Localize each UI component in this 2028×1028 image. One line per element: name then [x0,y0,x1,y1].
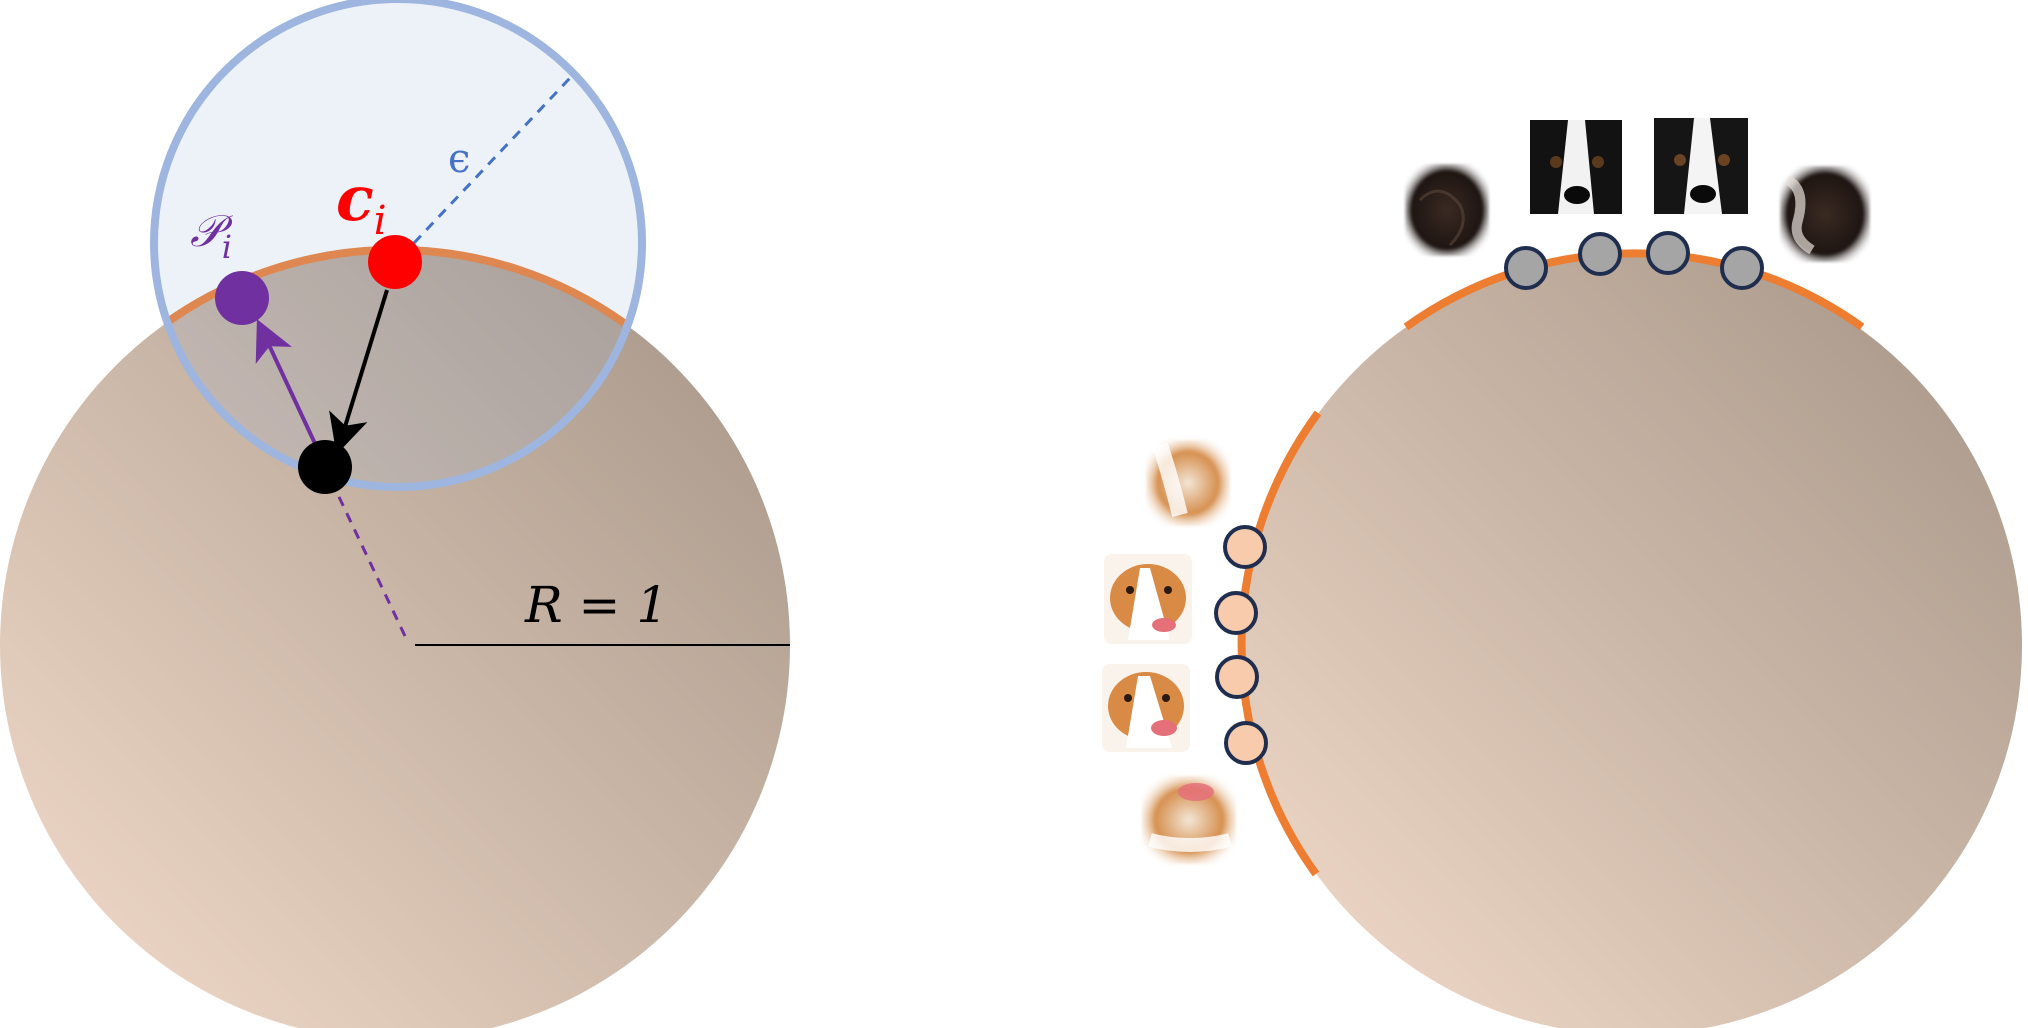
thumbnail-corgi-fur-1 [1146,440,1230,526]
radius-label: R = 1 [524,576,668,634]
gray-point-1 [1504,246,1548,290]
projection-label-sub: i [222,228,232,266]
center-label: ci [336,162,387,244]
thumbnail-corgi-fur-2 [1142,776,1236,864]
top-point-cluster [1504,231,1764,290]
cap-arc-top [1403,249,1865,331]
thumbnail-bw-dog-face-2 [1654,118,1748,214]
center-point [368,235,422,289]
center-label-main: c [336,162,374,235]
peach-point-3 [1215,655,1259,699]
left-panel: ϵ ci 𝒫i R = 1 [0,0,790,1028]
peach-point-1 [1223,525,1267,569]
thumbnail-corgi-face-1 [1104,554,1192,644]
noisy-point [298,440,352,494]
gray-point-4 [1720,246,1764,290]
noise-arrow [329,289,389,455]
thumbnail-dark-fur-2 [1780,166,1870,262]
left-point-cluster [1214,525,1268,765]
unit-sphere-right [1242,255,2022,1028]
thumbnail-bw-dog-face-1 [1530,120,1622,214]
peach-point-2 [1214,591,1258,635]
gray-point-3 [1646,231,1690,275]
center-label-sub: i [374,198,387,244]
thumbnail-dark-fur-1 [1405,164,1489,256]
peach-point-4 [1224,721,1268,765]
epsilon-label: ϵ [448,136,470,182]
gray-point-2 [1578,232,1622,276]
unit-sphere-left [0,250,790,1028]
projection-dashed-line [328,477,407,637]
projected-point [215,271,269,325]
cap-arc-left-side [1237,410,1322,877]
epsilon-radius-line [412,76,572,245]
projection-arrow [255,319,320,451]
right-panel [1102,118,2022,1028]
left-thumbnails [1102,440,1236,864]
top-thumbnails [1405,118,1870,262]
thumbnail-corgi-face-2 [1102,664,1190,752]
